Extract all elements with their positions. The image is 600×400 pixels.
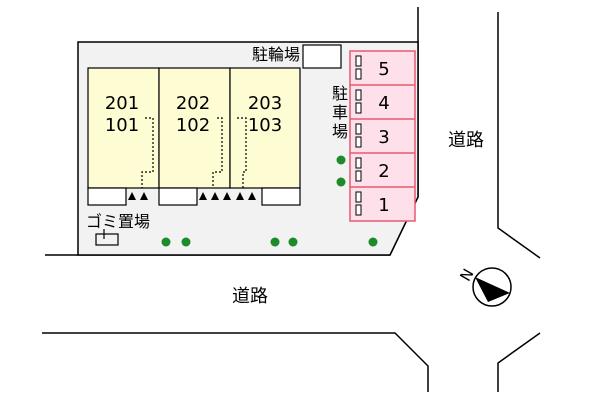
wheel-stop [355, 204, 362, 216]
unit-number: 202 [176, 93, 210, 114]
tree-icon [368, 237, 378, 247]
entrance-box [158, 187, 198, 206]
wheel-stop [355, 55, 362, 67]
road-label-south: 道路 [232, 286, 268, 307]
unit-number: 102 [176, 115, 210, 136]
tree-icon [288, 237, 298, 247]
unit-block-3 [229, 67, 301, 189]
garbage-box [95, 229, 119, 246]
wheel-stop [355, 191, 362, 203]
wheel-stop [355, 136, 362, 148]
wheel-stop [355, 89, 362, 101]
bicycle-parking-label: 駐輪場 [252, 45, 300, 64]
wheel-stop [355, 170, 362, 182]
wheel-stop [355, 157, 362, 169]
north-arrow-icon: N [456, 266, 512, 307]
parking-label-char: 場 [332, 122, 348, 141]
entrance-box [87, 187, 127, 206]
tree-icon [161, 237, 171, 247]
wheel-stop [355, 123, 362, 135]
parking-space-number: 2 [378, 161, 389, 182]
tree-icon [336, 155, 346, 165]
unit-block-2 [158, 67, 231, 189]
parking-spaces: 5 4 3 2 1 [349, 50, 416, 222]
stairs-dotted [141, 117, 247, 188]
garbage-label: ゴミ置場 [86, 212, 150, 231]
tree-icon [181, 237, 191, 247]
trees [161, 155, 378, 247]
road-line-south-west [42, 332, 429, 392]
wheel-stop [355, 68, 362, 80]
tree-icon [270, 237, 280, 247]
road-line-east-upper [497, 12, 541, 259]
parking-space-number: 1 [378, 195, 389, 216]
parking-space-number: 5 [378, 59, 389, 80]
parking-label-char: 駐 [332, 84, 348, 103]
parking-space-number: 4 [378, 93, 389, 114]
unit-number: 103 [248, 115, 282, 136]
unit-number: 203 [248, 93, 282, 114]
unit-number: 201 [105, 93, 139, 114]
unit-number: 101 [105, 115, 139, 136]
parking-label-char: 車 [332, 103, 348, 122]
entrance-box [261, 187, 301, 206]
bicycle-parking-box [302, 44, 342, 69]
building: 201 101 202 102 203 103 [87, 67, 301, 206]
tree-icon [336, 177, 346, 187]
wheel-stop [355, 102, 362, 114]
road-line-south-east [497, 332, 541, 392]
entrance-arrows [128, 192, 256, 200]
road-label-east: 道路 [448, 130, 484, 151]
parking-space-number: 3 [378, 127, 389, 148]
